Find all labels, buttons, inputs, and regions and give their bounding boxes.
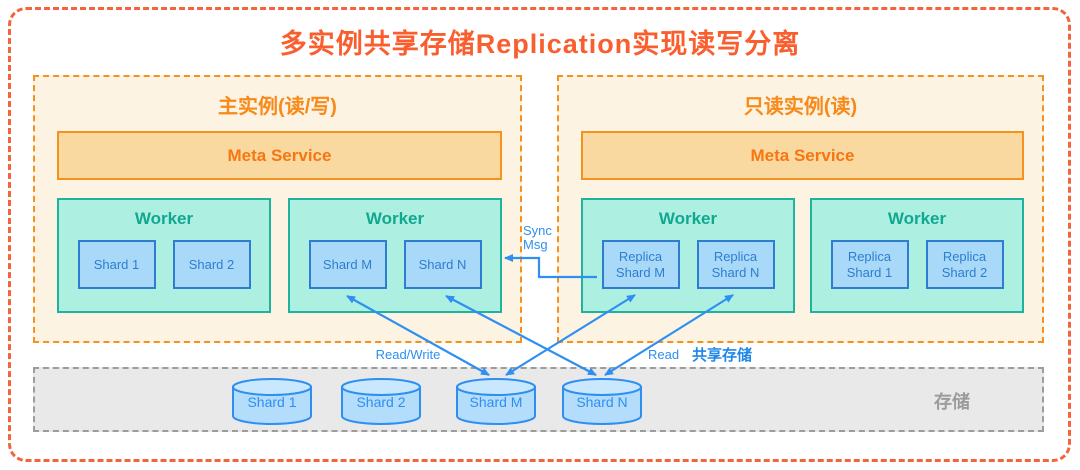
worker-box: Worker Replica Shard M Replica Shard N xyxy=(581,198,795,313)
worker-label: Worker xyxy=(658,209,718,228)
shard-row: Replica Shard 1 Replica Shard 2 xyxy=(812,240,1022,289)
meta-service-bar-primary: Meta Service xyxy=(57,131,502,180)
replica-shard-box: Replica Shard 2 xyxy=(925,240,1004,289)
sync-msg-label: Sync Msg xyxy=(523,223,552,253)
worker-box: Worker Shard M Shard N xyxy=(288,198,502,313)
meta-service-bar-readonly: Meta Service xyxy=(581,131,1024,180)
shard-box: Shard 1 xyxy=(77,240,156,289)
cylinder-label: Shard M xyxy=(469,394,523,410)
worker-label: Worker xyxy=(134,209,194,228)
cylinder-label: Shard 2 xyxy=(356,394,406,410)
cylinder-label: Shard 1 xyxy=(247,394,297,410)
replica-shard-box: Replica Shard 1 xyxy=(830,240,909,289)
shard-box: Shard 2 xyxy=(172,240,251,289)
storage-zone-label: 存储 xyxy=(934,392,970,412)
shard-box: Shard M xyxy=(308,240,387,289)
shard-row: Replica Shard M Replica Shard N xyxy=(583,240,793,289)
readonly-instance-title: 只读实例(读) xyxy=(743,96,858,118)
diagram-title: 多实例共享存储Replication实现读写分离 xyxy=(279,29,801,59)
primary-workers-row: Worker Shard 1 Shard 2 Worker Shard M Sh… xyxy=(57,198,502,313)
worker-label: Worker xyxy=(365,209,425,228)
worker-box: Worker Shard 1 Shard 2 xyxy=(57,198,271,313)
outer-dashed-frame xyxy=(8,7,1071,462)
cylinder-label: Shard N xyxy=(576,394,628,410)
readonly-workers-row: Worker Replica Shard M Replica Shard N W… xyxy=(581,198,1024,313)
shard-row: Shard 1 Shard 2 xyxy=(59,240,269,289)
shard-row: Shard M Shard N xyxy=(290,240,500,289)
primary-instance-title: 主实例(读/写) xyxy=(218,96,337,118)
read-label: Read xyxy=(648,347,680,362)
worker-label: Worker xyxy=(887,209,947,228)
worker-box: Worker Replica Shard 1 Replica Shard 2 xyxy=(810,198,1024,313)
shard-box: Shard N xyxy=(403,240,482,289)
shared-storage-label: 共享存储 xyxy=(692,347,753,364)
replica-shard-box: Replica Shard M xyxy=(601,240,680,289)
read-write-label: Read/Write xyxy=(375,347,441,362)
primary-instance-box: 主实例(读/写) Meta Service Worker Shard 1 Sha… xyxy=(33,75,522,343)
readonly-instance-box: 只读实例(读) Meta Service Worker Replica Shar… xyxy=(557,75,1044,343)
replica-shard-box: Replica Shard N xyxy=(696,240,775,289)
